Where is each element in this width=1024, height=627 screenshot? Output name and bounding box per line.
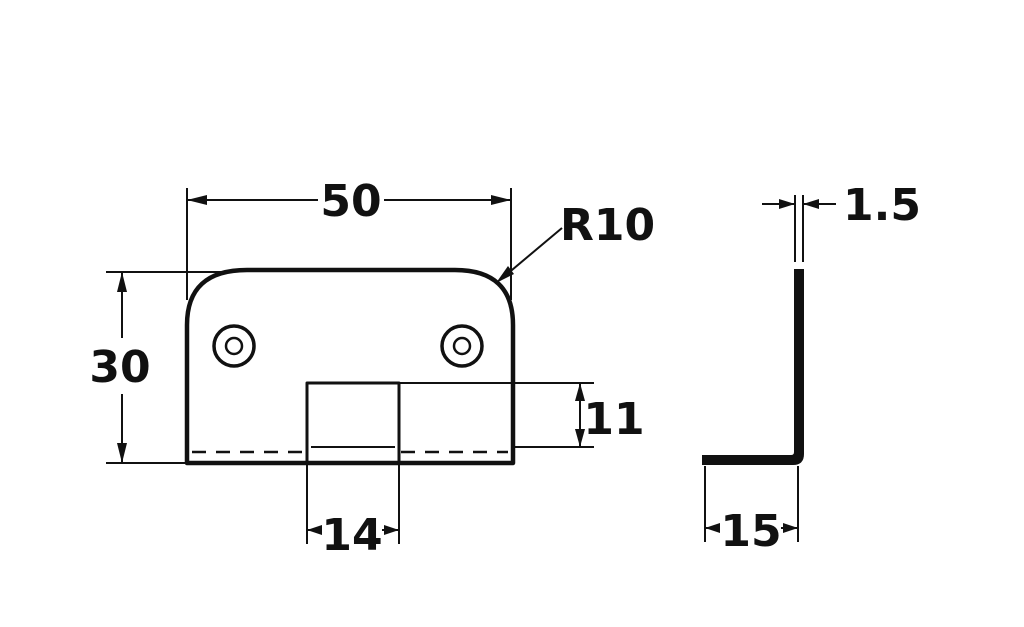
radius-label: R10: [560, 200, 655, 251]
dimension-slot-height: 11: [399, 382, 645, 448]
mounting-hole-left: [212, 324, 256, 368]
slot-width-label: 14: [321, 510, 382, 561]
dimension-radius: R10: [496, 200, 655, 283]
plate-outline: [184, 267, 516, 466]
width-label: 50: [320, 176, 381, 227]
height-label: 30: [89, 342, 150, 393]
bracket-side-view: [702, 269, 804, 465]
thickness-label: 1.5: [843, 180, 921, 231]
dimension-thickness: 1.5: [762, 180, 921, 262]
dimension-width: 50: [186, 176, 512, 300]
mounting-hole-right: [440, 324, 484, 368]
dimension-flange-length: 15: [704, 466, 799, 557]
dimension-height: 30: [89, 271, 230, 464]
slot-height-label: 11: [583, 394, 644, 445]
bracket-profile: [702, 269, 804, 465]
dimension-slot-width: 14: [306, 463, 400, 561]
slot-cutout: [305, 381, 401, 465]
flange-length-label: 15: [720, 506, 781, 557]
plate-front-view: [184, 267, 516, 466]
